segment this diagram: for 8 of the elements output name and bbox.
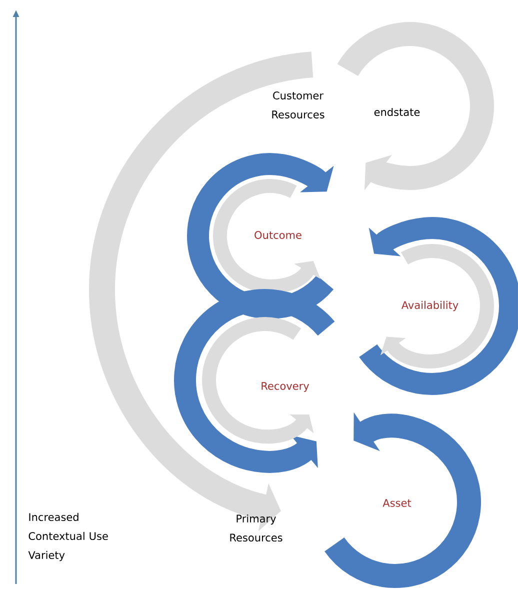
- label: Outcome: [254, 231, 302, 239]
- label: Asset: [382, 499, 412, 507]
- label: Availability: [401, 300, 458, 312]
- label: Increased Contextual Use Variety: [28, 512, 108, 562]
- label: Customer Resources: [272, 92, 324, 118]
- label: Primary Resources: [230, 514, 282, 542]
- label: endstate: [374, 108, 420, 116]
- label: Recovery: [262, 382, 310, 392]
